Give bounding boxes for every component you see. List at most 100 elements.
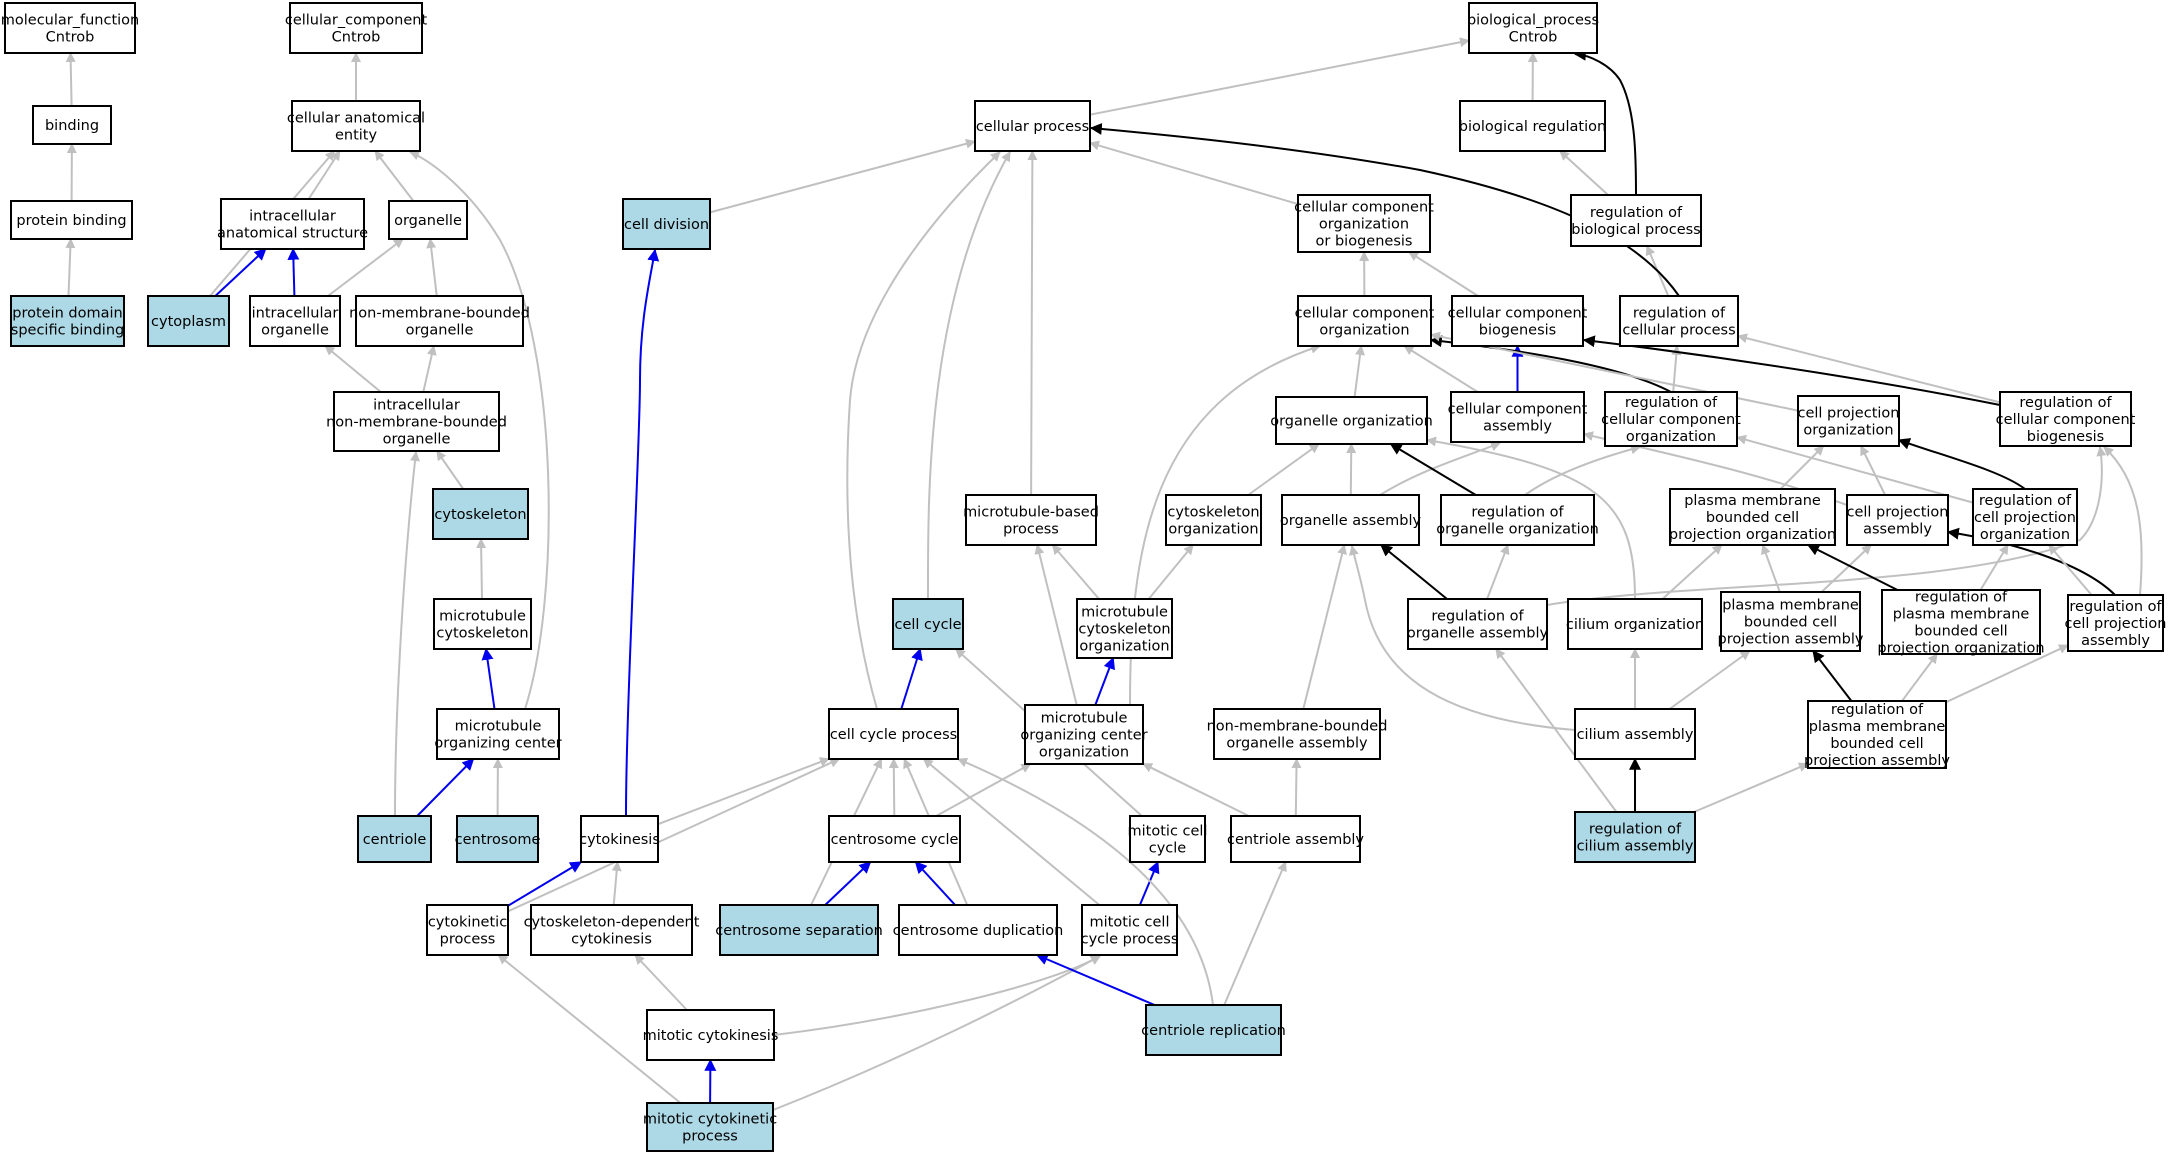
go-term-label: cilium organization: [1566, 617, 1704, 633]
go-term-box: [249, 295, 341, 347]
go-term-box: [1297, 295, 1432, 347]
go-term-node-organelle-assembly[interactable]: organelle assembly: [1280, 494, 1422, 546]
go-term-node-binding[interactable]: binding: [32, 105, 112, 145]
edge-is-a-reg-cell-projection-assembly-to-reg-cellular-component-biogenesis: [2103, 446, 2143, 596]
go-term-label: assembly: [1483, 419, 1552, 435]
edge-is-a-protein-domain-specific-binding-to-protein-binding: [65, 238, 76, 297]
go-term-node-cytokinesis[interactable]: cytokinesis: [579, 815, 660, 863]
go-term-node-cytoskeleton[interactable]: cytoskeleton: [432, 488, 529, 540]
go-term-node-centrosome-separation[interactable]: centrosome separation: [715, 904, 883, 956]
edge-is-a-mtoc-organization-to-microtubule-based-process: [1034, 544, 1078, 706]
edge-is-a-centrosome-cycle-to-mtoc-organization: [935, 763, 1032, 817]
go-term-node-centrosome-cycle[interactable]: centrosome cycle: [828, 815, 961, 863]
go-term-box: [147, 295, 230, 347]
go-term-box: [1972, 488, 2078, 546]
edge-regulates-reg-organelle-assembly-to-organelle-assembly: [1380, 544, 1448, 600]
go-term-node-protein-binding[interactable]: protein binding: [10, 200, 133, 240]
edge-regulates-reg-cell-projection-assembly-to-cell-projection-assembly: [1946, 527, 2116, 596]
go-term-node-centrosome-duplication[interactable]: centrosome duplication: [893, 904, 1064, 956]
go-term-label: intracellular: [249, 209, 336, 225]
go-term-node-cytoplasm[interactable]: cytoplasm: [147, 295, 230, 347]
go-term-node-centrosome[interactable]: centrosome: [455, 815, 541, 863]
go-term-node-cell-division[interactable]: cell division: [622, 198, 711, 250]
edge-is-a-cilium-organization-to-organelle-organization: [1426, 436, 1636, 600]
go-term-label: projection organization: [1877, 641, 2044, 657]
edge-is-a-cell-projection-assembly-to-cell-projection-organization: [1860, 445, 1886, 496]
go-term-node-cilium-organization[interactable]: cilium organization: [1566, 598, 1704, 650]
go-term-node-cilium-assembly[interactable]: cilium assembly: [1574, 708, 1696, 760]
go-term-node-organelle-organization[interactable]: organelle organization: [1270, 396, 1433, 445]
edge-is-a-centrosome-cycle-to-cell-cycle-process: [888, 758, 899, 817]
edge-is-a-reg-pm-bounded-cell-projection-assembly-to-reg-pm-bounded-cell-projection-organization: [1901, 653, 1938, 702]
go-term-label: regulation of: [1633, 306, 1726, 322]
go-term-box: [1468, 2, 1598, 54]
go-term-node-centriole[interactable]: centriole: [357, 815, 432, 863]
go-term-label: organization: [1626, 429, 1716, 445]
go-term-box: [220, 198, 365, 250]
go-term-label: cilium assembly: [1577, 727, 1694, 743]
go-term-node-cellular-process[interactable]: cellular process: [974, 100, 1091, 152]
go-term-box: [974, 100, 1091, 152]
go-term-node-biological-regulation[interactable]: biological regulation: [1459, 100, 1606, 152]
go-term-label: centriole: [363, 832, 427, 848]
go-term-node-mitotic-cytokinesis[interactable]: mitotic cytokinesis: [643, 1009, 779, 1061]
go-term-node-intracellular-nmb-organelle[interactable]: intracellularnon-membrane-boundedorganel…: [326, 391, 507, 452]
go-term-label: regulation of: [2069, 599, 2162, 615]
edge-is-a-intracellular-nmb-organelle-to-intracellular-organelle: [324, 345, 382, 393]
edge-part-of-centrosome-duplication-to-centrosome-cycle: [914, 861, 956, 906]
go-term-node-centriole-assembly[interactable]: centriole assembly: [1227, 815, 1364, 863]
go-term-box: [1807, 700, 1947, 769]
go-term-box: [1459, 100, 1606, 152]
go-term-box: [828, 815, 961, 863]
edge-regulates-reg-cell-projection-organization-to-cell-projection-organization: [1897, 438, 2026, 490]
go-term-node-cell-cycle[interactable]: cell cycle: [892, 598, 964, 650]
go-term-label: cytoskeleton: [1167, 505, 1259, 521]
go-term-label: centriole assembly: [1227, 832, 1364, 848]
edge-is-a-centriole-assembly-to-nmb-organelle-assembly: [1291, 758, 1302, 817]
go-term-node-centriole-replication[interactable]: centriole replication: [1141, 1004, 1286, 1056]
go-term-node-organelle[interactable]: organelle: [388, 200, 468, 240]
go-term-node-cell-cycle-process[interactable]: cell cycle process: [828, 708, 959, 760]
go-term-label: organization: [1319, 217, 1409, 233]
go-term-label: cell projection: [1847, 505, 1949, 521]
